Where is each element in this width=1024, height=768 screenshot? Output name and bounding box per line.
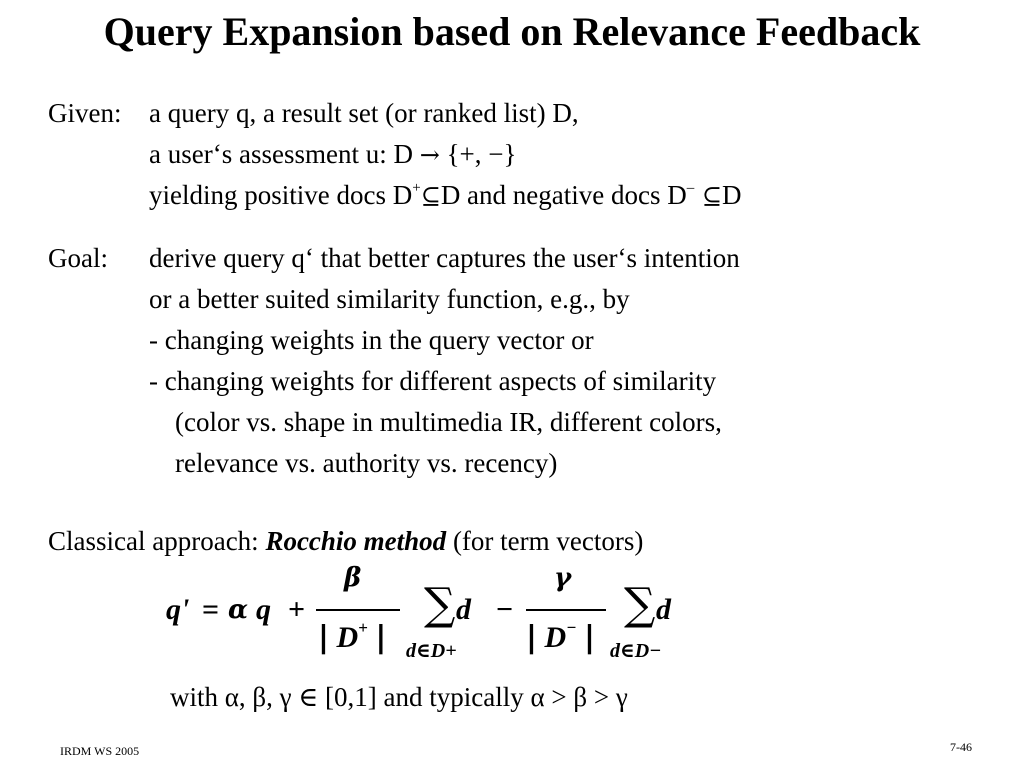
abs-bar-left-1: | bbox=[318, 620, 329, 655]
classical-prefix: Classical approach: bbox=[48, 526, 266, 556]
given-label: Given: bbox=[48, 98, 122, 128]
abs-bar-right-1: | bbox=[375, 620, 387, 655]
formula-lhs: q' bbox=[166, 593, 190, 626]
goal-line-2: or a better suited similarity function, … bbox=[149, 284, 630, 314]
goal-block: Goal: derive query q‘ that better captur… bbox=[0, 245, 1024, 485]
denom-sup-plus: + bbox=[358, 618, 368, 637]
goal-line-4: - changing weights for different aspects… bbox=[149, 366, 717, 396]
formula-equals: = bbox=[202, 593, 220, 626]
rocchio-method: Rocchio method bbox=[265, 526, 447, 556]
superscript-minus: – bbox=[686, 180, 695, 196]
superscript-plus: + bbox=[412, 180, 421, 196]
given-line-3: yielding positive docs D+⊆D and negative… bbox=[149, 180, 742, 210]
subset-symbol-2: ⊆ bbox=[694, 182, 722, 210]
goal-line-3: - changing weights in the query vector o… bbox=[149, 325, 594, 355]
denom-D-1: D bbox=[336, 621, 359, 654]
sum-subscript-1: d∈D+ bbox=[406, 640, 457, 662]
classical-approach: Classical approach: Rocchio method (for … bbox=[48, 528, 643, 555]
given-line-2-set: {+, −} bbox=[439, 139, 517, 169]
formula-d-1: d bbox=[456, 593, 471, 626]
slide-title: Query Expansion based on Relevance Feedb… bbox=[103, 9, 921, 54]
classical-suffix: (for term vectors) bbox=[446, 526, 644, 556]
arrow-symbol: → bbox=[419, 141, 440, 169]
denom-D-2: D bbox=[544, 621, 567, 654]
fraction-bar-2 bbox=[526, 609, 606, 611]
abs-bar-right-2: | bbox=[583, 620, 595, 655]
given-line-3-b: D and negative docs D bbox=[440, 180, 687, 210]
goal-line-6: relevance vs. authority vs. recency) bbox=[175, 448, 558, 478]
goal-line-1: derive query q‘ that better captures the… bbox=[149, 243, 740, 273]
given-line-2: a user‘s assessment u: D → {+, −} bbox=[149, 141, 516, 168]
sum-symbol-1: ∑ bbox=[424, 579, 456, 630]
goal-label: Goal: bbox=[48, 243, 108, 273]
formula-d-2: d bbox=[656, 593, 671, 626]
given-block: Given: a query q, a result set (or ranke… bbox=[0, 100, 1024, 220]
abs-bar-left-2: | bbox=[526, 620, 537, 655]
given-line-1: a query q, a result set (or ranked list)… bbox=[149, 98, 579, 128]
sum-symbol-2: ∑ bbox=[624, 579, 656, 630]
gamma-symbol: γ bbox=[554, 563, 572, 593]
formula-minus: − bbox=[496, 593, 514, 626]
footer-course: IRDM WS 2005 bbox=[60, 744, 140, 758]
formula-plus: + bbox=[288, 593, 306, 626]
given-line-3-c: D bbox=[722, 180, 742, 210]
alpha-symbol: α bbox=[228, 595, 249, 625]
sum-subscript-2: d∈D− bbox=[610, 640, 662, 662]
with-line: with α, β, γ ∈ [0,1] and typically α > β… bbox=[170, 682, 628, 712]
given-line-2-text: a user‘s assessment u: D bbox=[149, 139, 420, 169]
fraction-bar-1 bbox=[316, 609, 400, 611]
beta-symbol: β bbox=[344, 563, 362, 593]
denominator-1: | D+ | bbox=[318, 619, 387, 655]
formula-q: q bbox=[256, 593, 271, 626]
denominator-2: | D− | bbox=[526, 619, 595, 655]
footer-page-number: 7-46 bbox=[950, 740, 972, 754]
subset-symbol: ⊆ bbox=[420, 182, 441, 210]
denom-sup-minus: − bbox=[566, 618, 577, 637]
rocchio-formula: q' = α q + β | D+ | ∑ d d∈D+ − γ | D− | … bbox=[166, 565, 706, 675]
given-line-3-a: yielding positive docs D bbox=[149, 180, 413, 210]
goal-line-5: (color vs. shape in multimedia IR, diffe… bbox=[175, 407, 722, 437]
